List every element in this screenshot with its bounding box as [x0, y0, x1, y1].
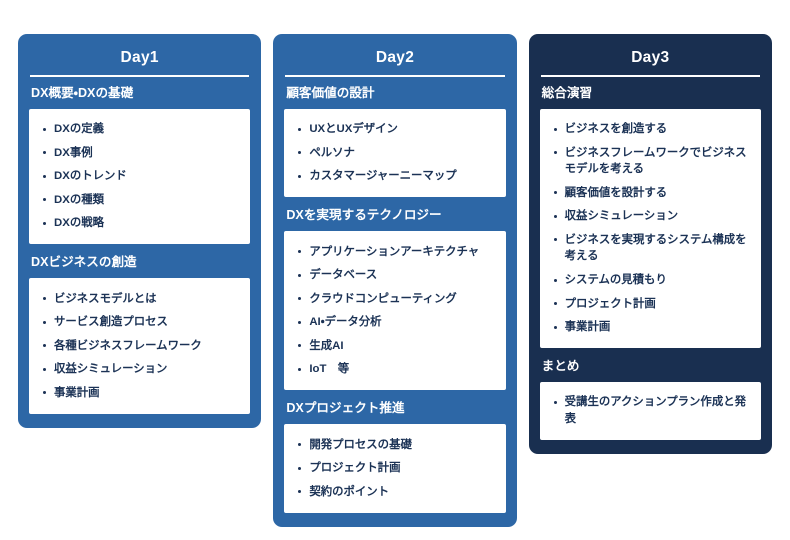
section: 顧客価値の設計 UXとUXデザインペルソナカスタマージャーニーマップ: [284, 86, 506, 198]
section: DXビジネスの創造ビジネスモデルとはサービス創造プロセス各種ビジネスフレームワー…: [29, 255, 251, 414]
section: 総合演習ビジネスを創造するビジネスフレームワークでビジネスモデルを考える顧客価値…: [539, 86, 761, 349]
topic-list: ビジネスを創造するビジネスフレームワークでビジネスモデルを考える顧客価値を設計す…: [546, 118, 751, 339]
section: DXを実現するテクノロジーアプリケーションアーキテクチャデータベースクラウドコン…: [284, 208, 506, 391]
topic-item: 収益シミュレーション: [546, 205, 751, 229]
topic-item: 各種ビジネスフレームワーク: [35, 334, 240, 358]
section-card: 受講生のアクションプラン作成と発表: [539, 381, 761, 440]
topic-item: ペルソナ: [290, 141, 495, 165]
topic-item: ビジネスフレームワークでビジネスモデルを考える: [546, 141, 751, 181]
topic-list: UXとUXデザインペルソナカスタマージャーニーマップ: [290, 118, 495, 189]
column-day2: Day2 顧客価値の設計 UXとUXデザインペルソナカスタマージャーニーマップ DXを…: [273, 34, 517, 527]
section: まとめ受講生のアクションプラン作成と発表: [539, 359, 761, 440]
topic-item: クラウドコンピューティング: [290, 287, 495, 311]
topic-list: 開発プロセスの基礎プロジェクト計画契約のポイント: [290, 433, 495, 504]
topic-item: DX事例: [35, 141, 240, 165]
section: DXプロジェクト推進開発プロセスの基礎プロジェクト計画契約のポイント: [284, 401, 506, 513]
topic-item: 契約のポイント: [290, 480, 495, 504]
section-card: UXとUXデザインペルソナカスタマージャーニーマップ: [284, 108, 506, 198]
topic-item: 受講生のアクションプラン作成と発表: [546, 391, 751, 431]
topic-item: 顧客価値を設計する: [546, 181, 751, 205]
section-heading: 顧客価値の設計: [286, 86, 375, 101]
topic-item: ビジネスを実現するシステム構成を考える: [546, 228, 751, 268]
section-card: 開発プロセスの基礎プロジェクト計画契約のポイント: [284, 424, 506, 513]
section-heading: 総合演習: [541, 86, 593, 101]
topic-item: プロジェクト計画: [290, 457, 495, 481]
topic-item: AI・データ分析: [290, 311, 495, 335]
topic-item: 収益シミュレーション: [35, 358, 240, 382]
column-title-day1: Day1: [120, 49, 159, 66]
topic-list: 受講生のアクションプラン作成と発表: [546, 391, 751, 431]
topic-list: ビジネスモデルとはサービス創造プロセス各種ビジネスフレームワーク収益シミュレーシ…: [35, 287, 240, 405]
topic-item: 開発プロセスの基礎: [290, 433, 495, 457]
section-heading: DXプロジェクト推進: [286, 401, 405, 416]
title-divider: [285, 75, 505, 78]
topic-item: カスタマージャーニーマップ: [290, 165, 495, 189]
section-heading: まとめ: [541, 359, 580, 374]
topic-item: ビジネスモデルとは: [35, 287, 240, 311]
topic-item: 生成AI: [290, 334, 495, 358]
section-heading: DX概要・DXの基礎: [31, 86, 134, 101]
topic-item: データベース: [290, 264, 495, 288]
column-title-day3: Day3: [631, 49, 670, 66]
topic-item: プロジェクト計画: [546, 292, 751, 316]
section-card: ビジネスモデルとはサービス創造プロセス各種ビジネスフレームワーク収益シミュレーシ…: [29, 278, 251, 414]
topic-item: 事業計画: [546, 316, 751, 340]
title-divider: [540, 75, 760, 78]
column-title-day2: Day2: [375, 49, 415, 66]
column-day3: Day3 総合演習ビジネスを創造するビジネスフレームワークでビジネスモデルを考える…: [528, 34, 772, 454]
topic-item: UXとUXデザイン: [290, 118, 495, 142]
topic-item: 事業計画: [35, 381, 240, 405]
section-card: ビジネスを創造するビジネスフレームワークでビジネスモデルを考える顧客価値を設計す…: [539, 108, 761, 349]
topic-item: DXの戦略: [35, 212, 240, 236]
section-heading: DXビジネスの創造: [31, 255, 137, 270]
topic-item: IoT 等: [290, 358, 495, 382]
section-heading: DXを実現するテクノロジー: [286, 208, 442, 223]
topic-item: アプリケーションアーキテクチャ: [290, 240, 495, 264]
topic-item: ビジネスを創造する: [546, 118, 751, 142]
title-divider: [30, 75, 250, 78]
topic-item: DXの種類: [35, 188, 240, 212]
topic-item: サービス創造プロセス: [35, 311, 240, 335]
topic-item: DXの定義: [35, 118, 240, 142]
topic-item: DXのトレンド: [35, 165, 240, 189]
topic-item: システムの見積もり: [546, 269, 751, 293]
